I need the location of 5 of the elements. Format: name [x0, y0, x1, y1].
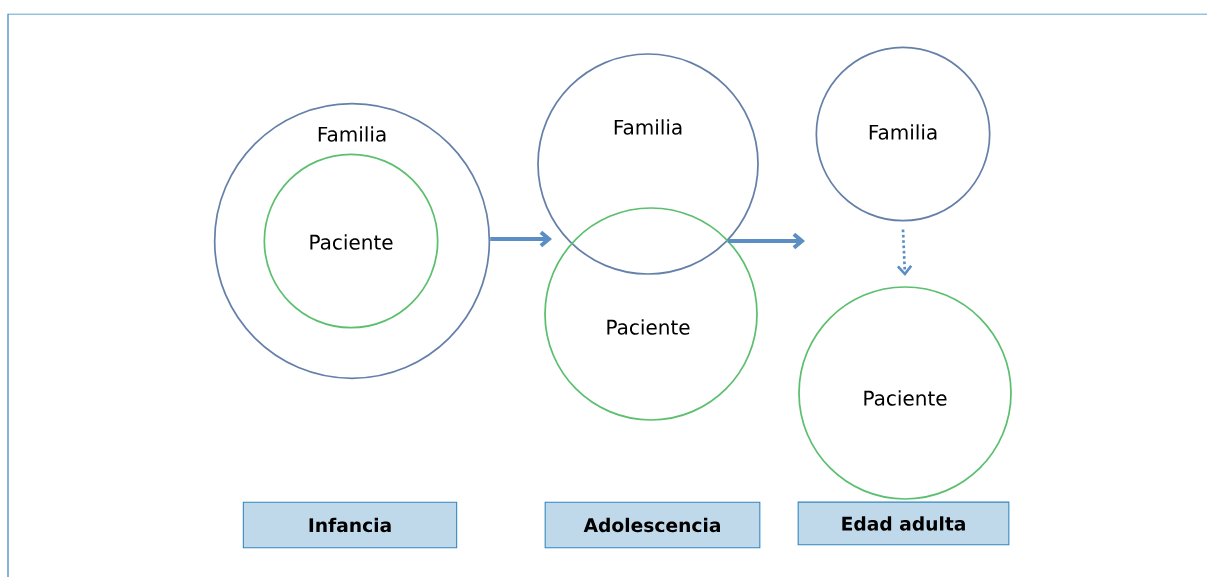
stage-box: Edad adulta	[797, 501, 1010, 546]
arrow	[896, 229, 913, 277]
stage-box: Adolescencia	[544, 501, 761, 549]
stage-box: Infancia	[242, 501, 458, 549]
arrow	[490, 230, 552, 248]
